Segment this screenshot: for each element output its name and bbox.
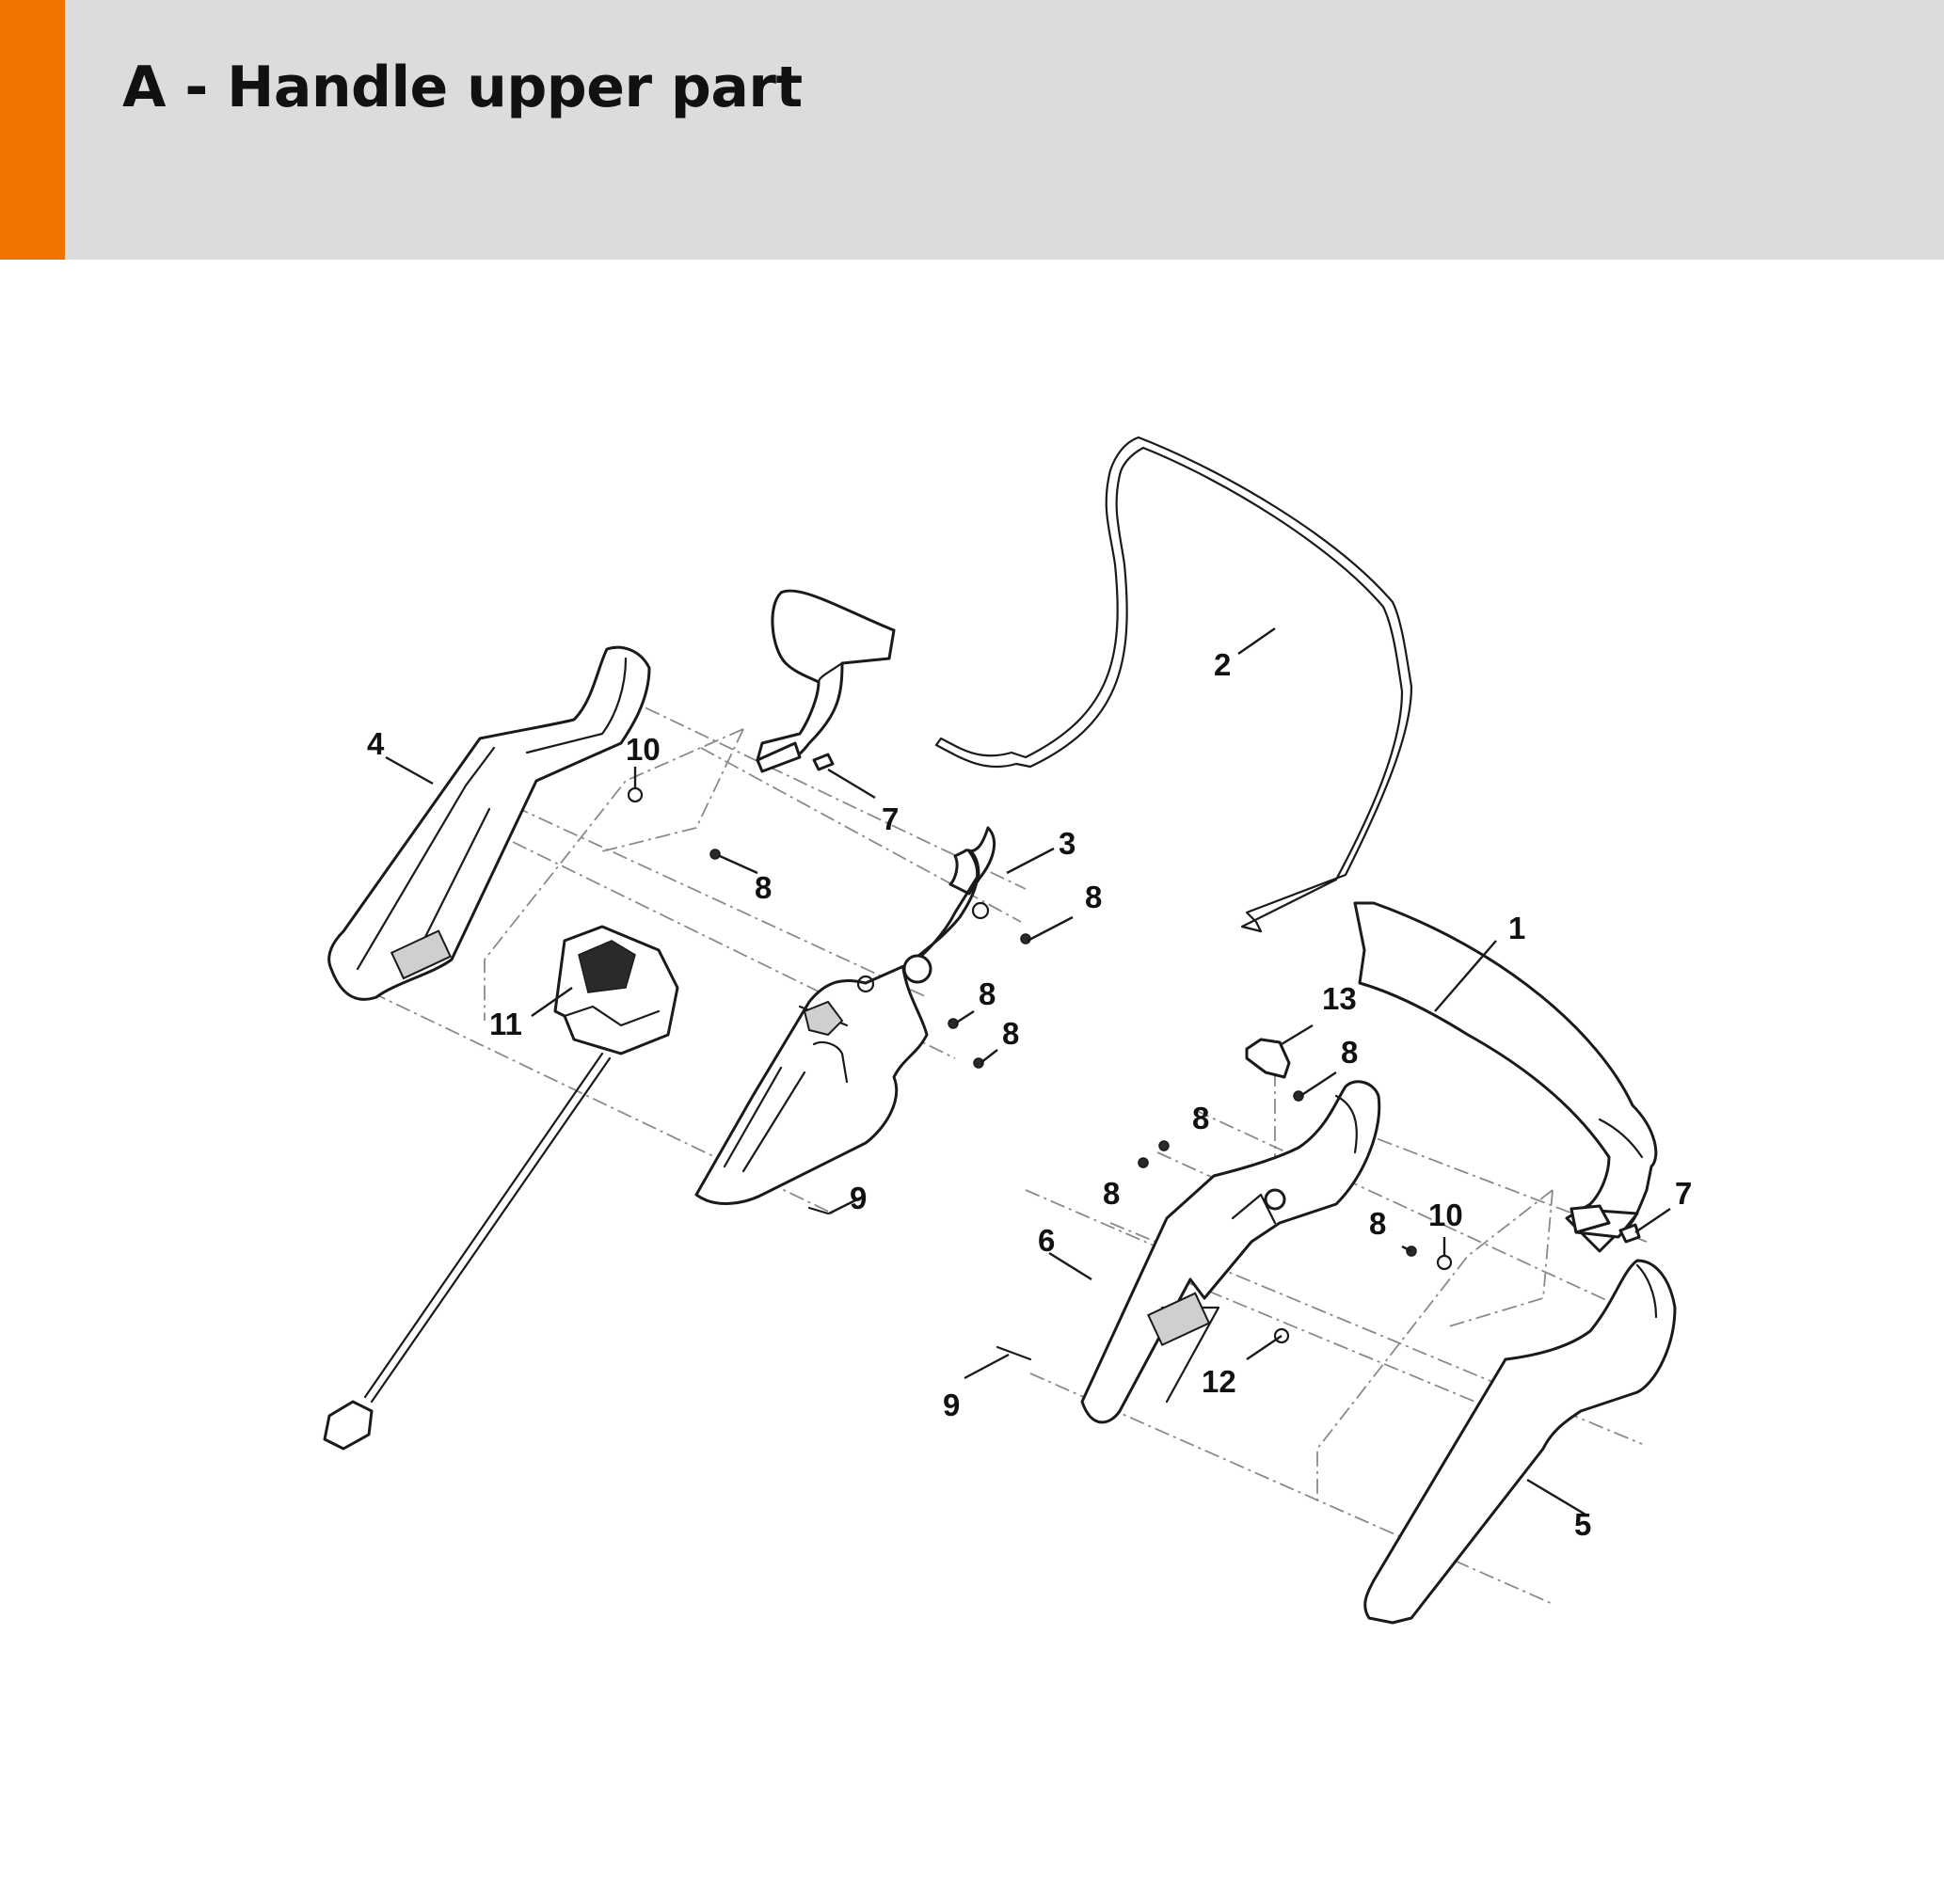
callout-8e: 8 xyxy=(1341,1035,1358,1070)
callout-1: 1 xyxy=(1508,911,1525,945)
callout-8h: 8 xyxy=(1369,1206,1386,1241)
bail-wire-part xyxy=(934,436,1413,933)
callout-10b: 10 xyxy=(1428,1198,1463,1232)
callout-8d: 8 xyxy=(1002,1016,1019,1051)
callout-12: 12 xyxy=(1202,1364,1236,1399)
callout-5: 5 xyxy=(1574,1507,1591,1542)
switch-assembly-part xyxy=(323,925,679,1451)
page-title: A - Handle upper part xyxy=(122,55,803,120)
fastener-hardware xyxy=(627,753,1641,1361)
callout-labels: 1 2 3 4 5 6 7 7 8 8 8 8 8 8 8 8 9 9 10 1… xyxy=(367,647,1692,1542)
right-outer-handle-shell-part xyxy=(1363,1259,1677,1625)
callout-4: 4 xyxy=(367,726,385,761)
callout-9a: 9 xyxy=(850,1181,867,1215)
header-banner xyxy=(0,0,1944,260)
handle-tube-part xyxy=(1353,901,1658,1253)
leader-lines xyxy=(385,627,1671,1516)
callout-6: 6 xyxy=(1038,1223,1055,1258)
callout-11: 11 xyxy=(489,1007,522,1041)
callout-13: 13 xyxy=(1322,981,1357,1016)
accent-bar xyxy=(0,0,65,260)
callout-3: 3 xyxy=(1059,826,1076,861)
callout-8c: 8 xyxy=(979,976,996,1011)
callout-8a: 8 xyxy=(755,870,772,905)
callout-7b: 7 xyxy=(1675,1176,1692,1211)
callout-2: 2 xyxy=(1214,647,1231,682)
center-handle-casing-part xyxy=(694,826,996,1205)
callout-9b: 9 xyxy=(943,1388,960,1422)
grip-stub-part xyxy=(756,589,896,765)
right-inner-bracket-part xyxy=(1080,1080,1381,1424)
callout-10a: 10 xyxy=(626,732,661,767)
callout-8g: 8 xyxy=(1103,1176,1120,1211)
clip-part xyxy=(1245,1038,1291,1079)
left-handle-shell-part xyxy=(327,645,651,1001)
callout-7a: 7 xyxy=(882,801,899,836)
callout-8f: 8 xyxy=(1192,1101,1209,1135)
callout-8b: 8 xyxy=(1085,880,1102,914)
